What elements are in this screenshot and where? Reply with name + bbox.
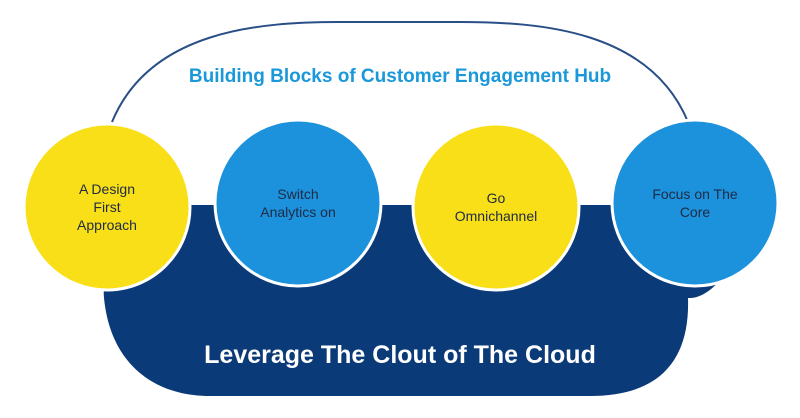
block-label-line: Approach bbox=[77, 217, 137, 233]
capsule-outline bbox=[111, 21, 689, 123]
block-label-line: First bbox=[93, 199, 120, 215]
block-label-line: Switch bbox=[277, 186, 318, 202]
diagram-title: Building Blocks of Customer Engagement H… bbox=[189, 66, 611, 87]
block-label-line: Focus on The bbox=[652, 186, 738, 202]
block-label-line: Go bbox=[487, 190, 506, 206]
base-label: Leverage The Clout of The Cloud bbox=[204, 341, 596, 369]
block-label-line: Analytics on bbox=[260, 204, 335, 220]
block-circle bbox=[213, 118, 383, 288]
block-circle bbox=[22, 122, 192, 292]
block-circle bbox=[411, 122, 581, 292]
block-label-line: Omnichannel bbox=[455, 208, 538, 224]
block-label-line: A Design bbox=[79, 181, 135, 197]
block-label-line: Core bbox=[680, 204, 711, 220]
block-circle bbox=[610, 118, 780, 288]
